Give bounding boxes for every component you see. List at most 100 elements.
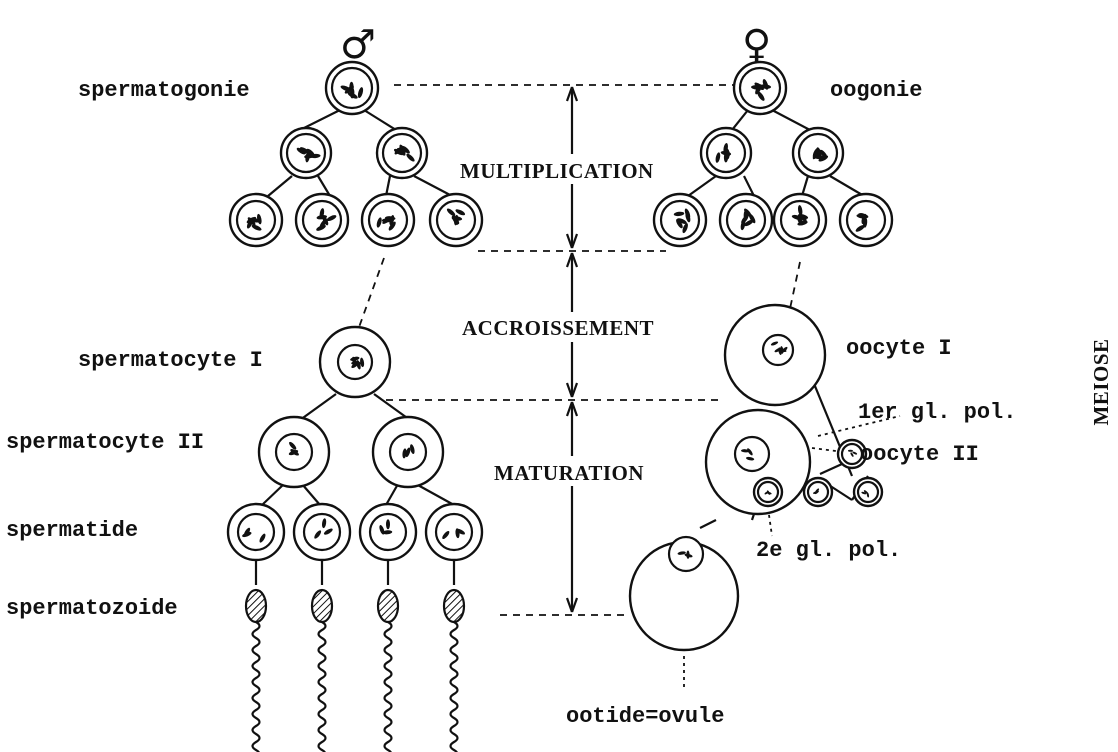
label-spermatozoide: spermatozoide — [6, 596, 178, 621]
chromosome — [852, 451, 858, 455]
chromosome — [677, 551, 686, 555]
phase-accroissement: ACCROISSEMENT — [462, 316, 654, 340]
lineage-line — [317, 175, 331, 197]
cell-nucleus — [856, 480, 880, 504]
chromosome — [242, 531, 252, 538]
spermatozoid-head — [244, 588, 268, 624]
chromosome — [747, 448, 753, 456]
chromosome — [350, 356, 360, 361]
phase-maturation: MATURATION — [494, 461, 644, 485]
chromosome — [455, 528, 466, 535]
spermatozoid-head — [442, 588, 466, 624]
lineage-line — [415, 483, 455, 506]
phase-label-bg — [490, 456, 654, 486]
male-symbol: ♂ — [340, 22, 376, 68]
male-lineage — [254, 109, 456, 585]
chromosome — [384, 216, 396, 221]
arrow-head-icon — [565, 86, 579, 102]
arrow-head-icon — [565, 233, 579, 249]
chromosome — [376, 217, 382, 228]
pointer-line — [811, 447, 861, 455]
chromosome — [781, 346, 788, 353]
chromosome — [748, 213, 756, 224]
chromosome — [396, 148, 406, 156]
lineage-line — [743, 175, 755, 197]
label-1er-gl-pol: 1er gl. pol. — [858, 400, 1016, 425]
arrow-head-icon — [565, 597, 579, 613]
chromosome — [446, 208, 456, 217]
chromosome — [682, 223, 688, 234]
lineage-line — [363, 109, 397, 131]
chromosome — [452, 215, 459, 225]
chromosome — [755, 84, 762, 95]
chromosome — [858, 213, 869, 219]
chromosome — [299, 147, 310, 154]
lineage-line — [800, 175, 810, 197]
lineage-line — [299, 109, 341, 131]
spermatozoid-head — [376, 588, 400, 624]
chromosome — [290, 449, 299, 456]
chromosome — [349, 81, 354, 93]
chromosome — [819, 149, 828, 159]
chromosome — [322, 518, 327, 529]
chromosome — [319, 219, 327, 229]
chromosome — [740, 219, 746, 231]
spermatozoid-tail — [317, 621, 327, 752]
chromosome — [406, 153, 415, 162]
chromosome — [673, 211, 685, 217]
cell-nucleus — [301, 199, 343, 241]
chromosome — [861, 491, 867, 495]
chromosome — [715, 152, 721, 163]
lineage-line — [731, 109, 749, 131]
chromosome — [405, 447, 411, 458]
chromosome — [850, 452, 854, 457]
chromosome — [815, 488, 820, 493]
lineage-line — [771, 109, 811, 131]
cell-nucleus — [302, 512, 342, 552]
chromosome — [676, 218, 683, 229]
label-2e-gl-pol: 2e gl. pol. — [756, 538, 901, 563]
chromosome — [323, 528, 333, 535]
lineage-line — [699, 519, 717, 529]
lineage-line — [267, 175, 293, 197]
chromosome — [296, 147, 306, 155]
cells-layer — [226, 60, 894, 752]
cell-nucleus — [434, 512, 474, 552]
lineage-line — [384, 175, 392, 197]
lineage-line — [299, 393, 337, 421]
chromosome — [289, 441, 297, 450]
chromosome — [455, 209, 466, 216]
label-oogonie: oogonie — [830, 78, 922, 103]
spermatozoid-tail — [251, 621, 261, 752]
lineage-line — [819, 462, 843, 476]
chromosome — [757, 91, 765, 101]
chromosome — [386, 519, 390, 530]
chromosome — [812, 148, 819, 159]
chromosome — [848, 449, 853, 452]
chromosome — [259, 533, 266, 543]
chromosome — [257, 213, 262, 225]
chromosome — [723, 142, 728, 154]
chromosome — [326, 215, 337, 222]
chromosome — [360, 357, 365, 368]
chromosome — [720, 151, 732, 156]
chromosome — [774, 347, 782, 353]
chromosome — [796, 215, 804, 226]
chromosome — [442, 530, 450, 540]
chromosome — [357, 87, 364, 99]
cell-nucleus — [236, 512, 276, 552]
lineage-line — [413, 175, 453, 197]
chromosome — [855, 225, 865, 232]
chromosome — [314, 530, 322, 539]
chromosome — [305, 151, 310, 163]
female-symbol: ♀ — [742, 22, 771, 68]
phase-multiplication: MULTIPLICATION — [460, 159, 654, 183]
label-spermatocyte-2: spermatocyte II — [6, 430, 204, 455]
spermatozoid-head — [310, 588, 334, 624]
chromosome — [251, 224, 262, 231]
pointer-line — [767, 507, 773, 537]
label-ootide-ovule: ootide=ovule — [566, 704, 724, 729]
chromosome — [347, 92, 358, 99]
lineage-line — [301, 483, 321, 506]
phase-meiose: MEIOSE — [1089, 338, 1113, 425]
